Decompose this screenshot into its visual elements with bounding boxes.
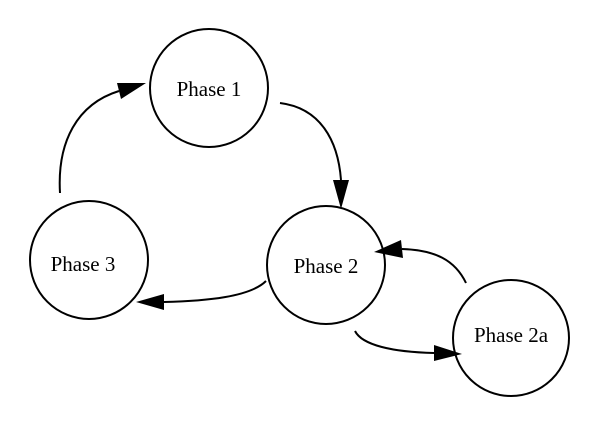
node-phase-2-circle — [266, 205, 386, 325]
edge-phase-3-to-phase-1-line — [58, 90, 120, 194]
edge-phase-2-to-phase-3 — [136, 280, 267, 310]
node-phase-2a: Phase 2a — [452, 279, 570, 397]
edge-phase-2a-to-phase-2-line — [401, 248, 467, 284]
edge-phase-2a-to-phase-2-arrowhead — [374, 240, 403, 258]
node-phase-3: Phase 3 — [29, 200, 149, 320]
node-phase-1-label: Phase 1 — [177, 77, 242, 101]
edge-phase-2-to-phase-2a — [354, 330, 462, 361]
node-phase-2-label: Phase 2 — [294, 254, 359, 278]
edge-phase-1-to-phase-2 — [279, 102, 349, 209]
node-phase-2: Phase 2 — [266, 205, 386, 325]
edge-phase-2-to-phase-2a-line — [354, 330, 435, 354]
edge-phase-2-to-phase-2a-arrowhead — [434, 345, 462, 361]
edge-phase-1-to-phase-2-arrowhead — [333, 180, 349, 209]
node-phase-2a-label: Phase 2a — [474, 323, 549, 347]
node-phase-1-circle — [149, 28, 269, 148]
edge-phase-3-to-phase-1-arrowhead — [117, 83, 146, 99]
edge-phase-2-to-phase-3-line — [163, 280, 267, 303]
edge-phase-3-to-phase-1 — [58, 83, 146, 194]
node-phase-3-label: Phase 3 — [51, 252, 116, 276]
edge-phase-2-to-phase-3-arrowhead — [136, 294, 164, 310]
node-phase-3-circle — [29, 200, 149, 320]
node-phase-2a-circle — [452, 279, 570, 397]
node-phase-1: Phase 1 — [149, 28, 269, 148]
edge-phase-1-to-phase-2-line — [279, 102, 342, 181]
edge-phase-2a-to-phase-2 — [374, 240, 467, 284]
